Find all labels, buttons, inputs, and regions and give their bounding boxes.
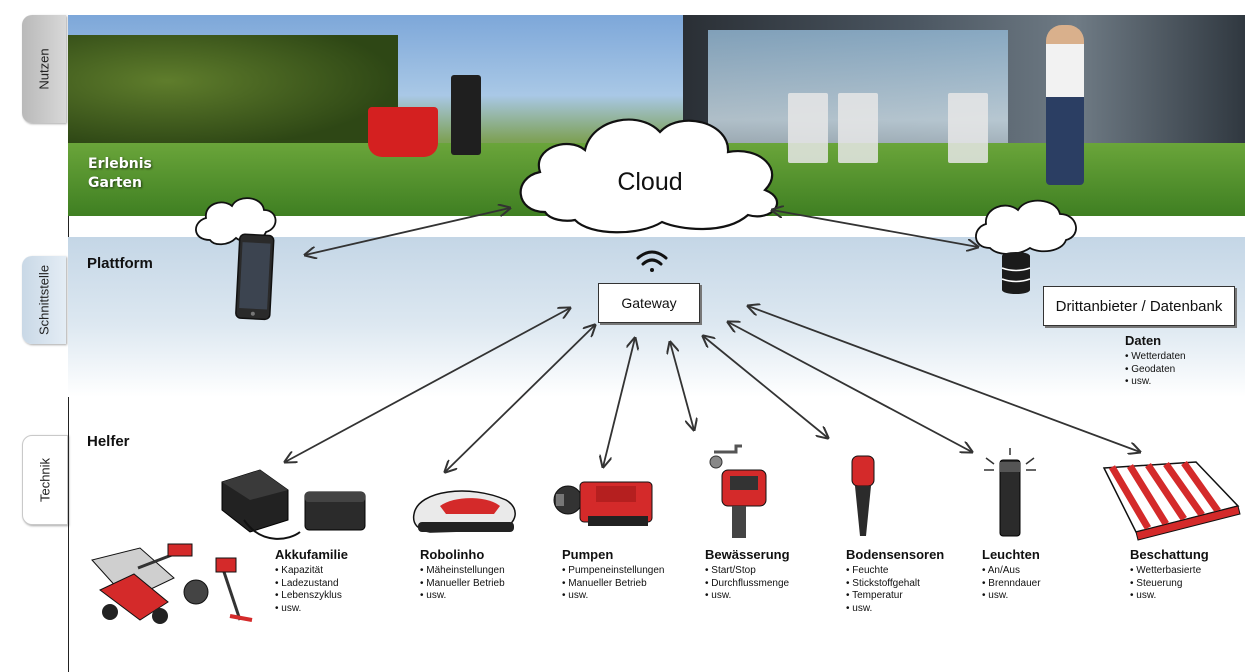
tab-schnittstelle[interactable]: Schnittstelle — [22, 256, 66, 344]
soil-sensor-icon — [851, 455, 875, 536]
arrow-phone-cloud — [305, 208, 510, 255]
third-party-box: Drittanbieter / Datenbank — [1043, 286, 1235, 326]
daten-item: Geodaten — [1125, 364, 1186, 377]
water-timer-icon — [709, 444, 767, 538]
helper-item: Manueller Betrieb — [420, 578, 505, 591]
wifi-icon — [636, 250, 668, 272]
helper-item: Mäheinstellungen — [420, 565, 504, 578]
helper-name: Leuchten — [982, 547, 1040, 562]
gateway-label: Gateway — [621, 295, 677, 311]
arrow-gateway-pumpen — [603, 338, 635, 467]
helper-item: Brenndauer — [982, 578, 1040, 591]
helper-item: Feuchte — [846, 565, 944, 578]
daten-title: Daten — [1125, 333, 1162, 348]
helper-leuchten: Leuchten An/Aus Brenndauer usw. — [982, 547, 1041, 603]
helper-name: Robolinho — [420, 547, 485, 562]
third-party-label: Drittanbieter / Datenbank — [1055, 297, 1223, 315]
helper-name: Beschattung — [1130, 547, 1209, 562]
helper-akkufamilie: Akkufamilie Kapazität Ladezustand Lebens… — [275, 547, 348, 615]
helper-item: usw. — [1130, 590, 1209, 603]
helper-item: Wetterbasierte — [1130, 565, 1209, 578]
helper-item: An/Aus — [982, 565, 1041, 578]
smartphone-icon — [235, 233, 275, 321]
gateway-box: Gateway — [598, 283, 700, 323]
helper-item: Steuerung — [1130, 578, 1209, 591]
cloud-shape — [519, 118, 779, 234]
daten-item: usw. — [1125, 376, 1186, 389]
arrow-gateway-akku — [285, 308, 570, 462]
robot-mower-icon — [412, 490, 516, 533]
helper-item: Kapazität — [275, 565, 348, 578]
helper-item: usw. — [275, 603, 348, 616]
helper-bodensensoren: Bodensensoren Feuchte Stickstoffgehalt T… — [846, 547, 944, 615]
small-cloud-right — [975, 199, 1077, 255]
arrow-gateway-beschattung — [748, 306, 1140, 452]
helper-name: Bewässerung — [705, 547, 790, 562]
arrow-gateway-robolinho — [445, 325, 595, 472]
arrow-cloud-database — [772, 210, 978, 247]
connection-arrows — [285, 208, 1140, 472]
helper-item: usw. — [420, 590, 505, 603]
arrow-gateway-bewaesserung — [670, 342, 694, 430]
tab-technik[interactable]: Technik — [22, 435, 68, 525]
helper-name: Pumpen — [562, 547, 614, 562]
helper-robolinho: Robolinho Mäheinstellungen Manueller Bet… — [420, 547, 505, 603]
database-icon — [1001, 252, 1031, 294]
helper-item: usw. — [982, 590, 1041, 603]
arrow-gateway-bodensensoren — [703, 336, 828, 438]
helper-item: Temperatur — [846, 590, 944, 603]
helper-item: Start/Stop — [705, 565, 790, 578]
photo-caption-line1: Erlebnis — [88, 156, 152, 172]
garden-light-icon — [984, 448, 1036, 537]
daten-block: Daten Wetterdaten Geodaten usw. — [1125, 333, 1186, 389]
helper-item: Durchflussmenge — [705, 578, 790, 591]
small-cloud-left — [195, 197, 277, 246]
helper-pumpen: Pumpen Pumpeneinstellungen Manueller Bet… — [562, 547, 664, 603]
photo-caption-line2: Garten — [88, 175, 142, 191]
helper-item: usw. — [846, 603, 944, 616]
helper-item: Pumpeneinstellungen — [562, 565, 664, 578]
helper-beschattung: Beschattung Wetterbasierte Steuerung usw… — [1130, 547, 1209, 603]
photo-caption: Erlebnis Garten — [88, 155, 152, 193]
daten-item: Wetterdaten — [1125, 351, 1185, 364]
cloud-label: Cloud — [617, 168, 683, 196]
helper-item: usw. — [705, 590, 790, 603]
helper-item: Lebenszyklus — [275, 590, 348, 603]
platform-title: Plattform — [87, 255, 153, 272]
helper-item: Manueller Betrieb — [562, 578, 664, 591]
pump-icon — [553, 481, 653, 526]
helper-item: Ladezustand — [275, 578, 348, 591]
helper-bewaesserung: Bewässerung Start/Stop Durchflussmenge u… — [705, 547, 790, 603]
helper-item: usw. — [562, 590, 664, 603]
helfer-title: Helfer — [87, 433, 130, 450]
helper-name: Bodensensoren — [846, 547, 945, 562]
garden-tools-icon — [91, 543, 253, 624]
battery-charger-icon — [221, 469, 366, 540]
awning-icon — [1102, 460, 1241, 541]
helper-item: Stickstoffgehalt — [846, 578, 944, 591]
helper-name: Akkufamilie — [275, 547, 348, 562]
tab-nutzen[interactable]: Nutzen — [22, 15, 66, 123]
